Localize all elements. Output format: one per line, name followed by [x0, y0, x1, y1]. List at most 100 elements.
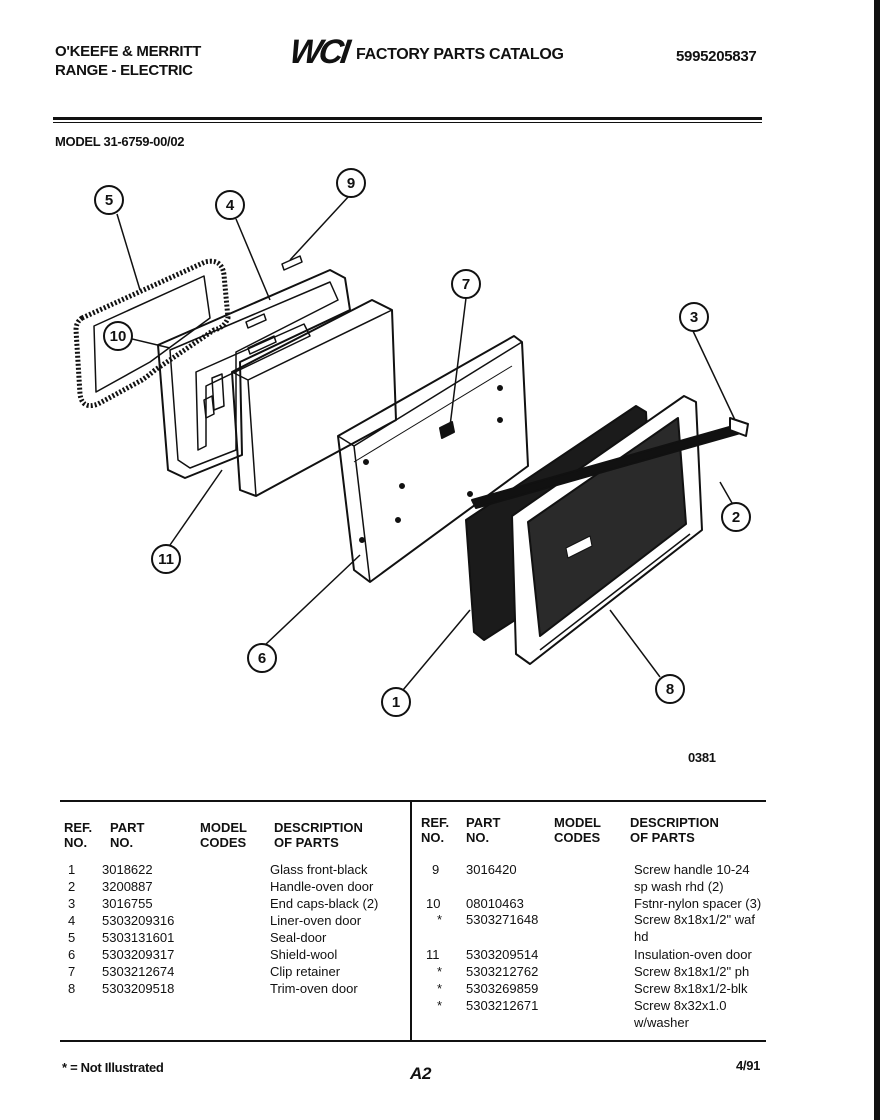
callout-2: 2: [721, 502, 751, 532]
right-row-ref: 9: [432, 862, 440, 877]
right-row-desc: Screw 8x32x1.0: [634, 998, 727, 1013]
right-row-part: 3016420: [466, 862, 517, 877]
parts-table: [60, 800, 766, 1042]
right-row-part: 5303212762: [466, 964, 539, 979]
right-row-part: 5303269859: [466, 981, 539, 996]
right-row-ref: *: [437, 998, 443, 1013]
right-row-ref: *: [437, 981, 443, 996]
callout-6-label: 6: [258, 650, 266, 667]
callout-9-label: 9: [347, 175, 355, 192]
left-row-ref: 7: [68, 964, 76, 979]
right-row-part: 5303271648: [466, 912, 539, 927]
left-row-desc: Handle-oven door: [270, 879, 374, 894]
callout-1: 1: [381, 687, 411, 717]
right-row-part: 5303212671: [466, 998, 539, 1013]
insulation-oven-door-part: [231, 299, 397, 497]
callout-11-label: 11: [158, 551, 174, 568]
seal-door-part: [73, 258, 231, 409]
right-row-desc: Insulation-oven door: [634, 947, 752, 962]
left-row-part: 5303209518: [102, 981, 175, 996]
trim-oven-door-part: [511, 395, 703, 665]
left-row-part: 3016755: [102, 896, 153, 911]
right-row-desc: Screw handle 10-24: [634, 862, 750, 877]
right-row-ref: 10: [426, 896, 441, 911]
catalog-number: 5995205837: [676, 48, 757, 65]
callout-8-label: 8: [666, 681, 674, 698]
left-row-ref: 3: [68, 896, 76, 911]
left-row-ref: 4: [68, 913, 76, 928]
left-row-part: 3018622: [102, 862, 153, 877]
scan-edge: [874, 0, 880, 1120]
left-header-ref: REF.NO.: [64, 820, 93, 850]
callout-5: 5: [94, 185, 124, 215]
left-row-desc: Trim-oven door: [270, 981, 358, 996]
left-row-ref: 1: [68, 862, 76, 877]
right-row-part: 08010463: [466, 896, 524, 911]
callout-10: 10: [103, 321, 133, 351]
left-row-desc: Liner-oven door: [270, 913, 362, 928]
left-row-ref: 5: [68, 930, 76, 945]
left-row-part: 5303209317: [102, 947, 175, 962]
callout-10-label: 10: [110, 328, 127, 345]
brand-line-2: RANGE - ELECTRIC: [55, 62, 193, 79]
exploded-parts-diagram: 5 4 9 7 3 10 2 11 6 1 8: [73, 168, 751, 717]
callout-5-label: 5: [105, 192, 113, 209]
callout-6: 6: [247, 643, 277, 673]
handle-part: [471, 417, 749, 509]
catalog-title: FACTORY PARTS CATALOG: [356, 46, 564, 63]
shield-wool-part: [337, 335, 529, 583]
table-divider: [410, 802, 412, 1040]
left-row-desc: End caps-black (2): [270, 896, 379, 911]
left-row-ref: 6: [68, 947, 76, 962]
callout-7-label: 7: [462, 276, 470, 293]
left-row-desc: Seal-door: [270, 930, 327, 945]
screw-handle-part: [281, 255, 303, 271]
callout-4: 4: [215, 190, 245, 220]
callout-9: 9: [336, 168, 366, 198]
right-row-desc: Screw 8x18x1/2" waf: [634, 912, 755, 927]
left-row-desc: Glass front-black: [270, 862, 368, 877]
callout-3-label: 3: [690, 309, 698, 326]
right-row-desc-cont: sp wash rhd (2): [634, 879, 724, 894]
right-row-desc: Screw 8x18x1/2-blk: [634, 981, 748, 996]
callout-11: 11: [151, 544, 181, 574]
right-row-ref: *: [437, 912, 443, 927]
right-row-desc-cont: w/washer: [634, 1015, 689, 1030]
left-row-part: 5303131601: [102, 930, 175, 945]
right-row-ref: *: [437, 964, 443, 979]
left-row-part: 3200887: [102, 879, 153, 894]
right-header-ref: REF.NO.: [421, 815, 450, 845]
callout-2-label: 2: [732, 509, 740, 526]
liner-oven-door-part: [157, 269, 351, 479]
header-rule-thin: [53, 122, 762, 123]
right-row-desc-cont: hd: [634, 929, 649, 944]
right-row-ref: 11: [426, 947, 440, 962]
right-row-desc: Screw 8x18x1/2" ph: [634, 964, 750, 979]
right-row-desc: Fstnr-nylon spacer (3): [634, 896, 762, 911]
not-illustrated-note: * = Not Illustrated: [62, 1060, 164, 1075]
model-label: MODEL 31-6759-00/02: [55, 134, 185, 149]
brand-line-1: O'KEEFE & MERRITT: [55, 43, 201, 60]
callout-3: 3: [679, 302, 709, 332]
callout-1-label: 1: [392, 694, 400, 711]
figure-code: 0381: [688, 750, 716, 765]
left-row-part: 5303212674: [102, 964, 175, 979]
revision-date: 4/91: [736, 1058, 761, 1073]
left-row-desc: Clip retainer: [270, 964, 341, 979]
header-rule: [53, 117, 762, 120]
left-row-ref: 2: [68, 879, 76, 894]
left-row-part: 5303209316: [102, 913, 175, 928]
page-number: A2: [410, 1064, 432, 1083]
left-row-desc: Shield-wool: [270, 947, 338, 962]
right-row-part: 5303209514: [466, 947, 539, 962]
callout-7: 7: [451, 269, 481, 299]
left-row-ref: 8: [68, 981, 76, 996]
callout-8: 8: [655, 674, 685, 704]
callout-4-label: 4: [226, 197, 235, 214]
